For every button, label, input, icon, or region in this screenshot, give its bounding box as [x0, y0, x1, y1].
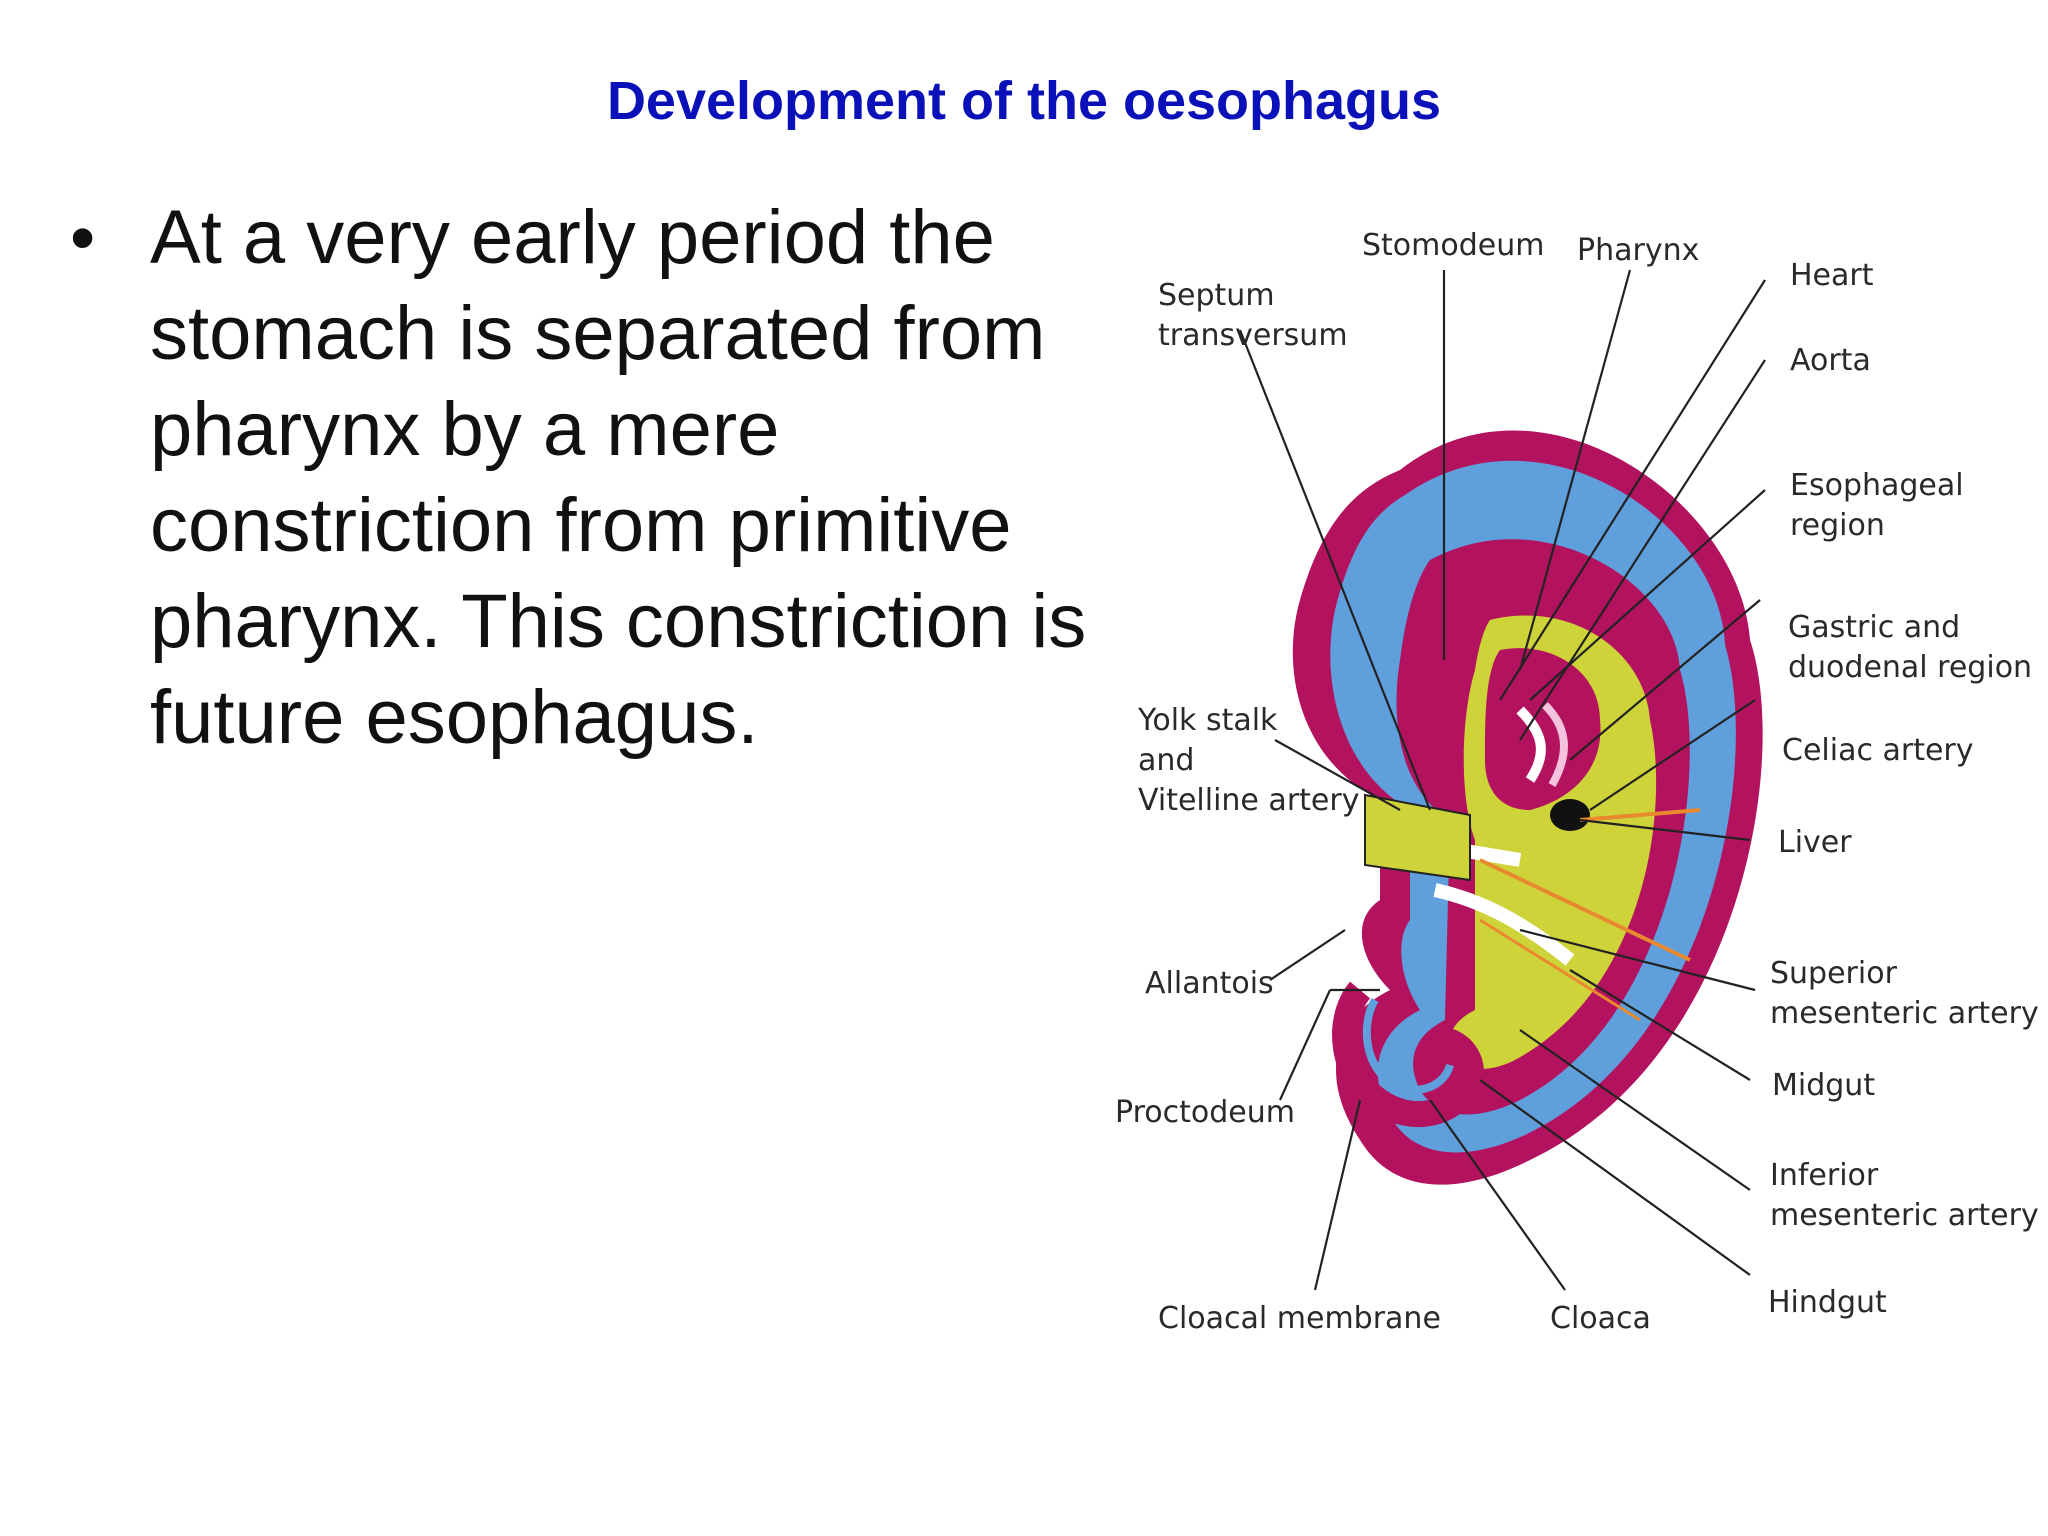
label-heart: Heart	[1790, 258, 1874, 293]
leader-hindgut	[1479, 1079, 1751, 1276]
label-allantois: Allantois	[1145, 966, 1274, 1001]
bullet-marker: •	[70, 198, 96, 278]
leader-pharynx	[1518, 269, 1632, 671]
bullet-text: At a very early period the stomach is se…	[150, 195, 1087, 760]
label-gastric-2: duodenal region	[1788, 650, 2032, 685]
label-aorta: Aorta	[1790, 343, 1871, 378]
label-proctodeum: Proctodeum	[1115, 1095, 1295, 1130]
label-midgut: Midgut	[1772, 1068, 1875, 1103]
gut-lumen-white-1	[1516, 706, 1546, 783]
liver-mark	[1550, 799, 1590, 831]
embryo-gut-diagram: Stomodeum Pharynx Heart Aorta Septum tra…	[1100, 200, 2040, 1370]
leader-celiac	[1589, 699, 1756, 811]
leader-yolk	[1274, 739, 1401, 811]
leader-cloaca	[1429, 1099, 1566, 1291]
leader-ima	[1519, 1029, 1751, 1191]
tail-curl	[1332, 981, 1484, 1127]
label-esophageal-2: region	[1790, 508, 1885, 543]
leader-allantois	[1269, 929, 1346, 981]
leader-esophageal	[1529, 489, 1766, 701]
label-cloacal-membrane: Cloacal membrane	[1158, 1301, 1441, 1336]
slide-title: Development of the oesophagus	[606, 71, 1442, 131]
leader-liver	[1579, 818, 1751, 842]
label-pharynx: Pharynx	[1577, 233, 1699, 268]
embryo-diagram-svg: Stomodeum Pharynx Heart Aorta Septum tra…	[1115, 228, 2039, 1336]
inferior-mesenteric-artery-line	[1479, 918, 1641, 1022]
label-yolk-3: Vitelline artery	[1138, 783, 1359, 818]
yolk-stalk	[1364, 793, 1471, 882]
leader-aorta	[1519, 359, 1766, 741]
label-stomodeum: Stomodeum	[1362, 228, 1544, 263]
label-ima-1: Inferior	[1770, 1158, 1879, 1193]
tail-curl-inner	[1362, 997, 1454, 1094]
label-sma-1: Superior	[1770, 956, 1898, 991]
leader-cloacal-membrane	[1313, 1099, 1362, 1291]
hindgut-lumen-white	[1433, 883, 1575, 966]
leader-sma	[1519, 928, 1756, 992]
label-ima-2: mesenteric artery	[1770, 1198, 2039, 1233]
label-septum-2: transversum	[1158, 318, 1348, 353]
leader-proctodeum	[1278, 989, 1332, 1101]
label-gastric-1: Gastric and	[1788, 610, 1960, 645]
label-septum-1: Septum	[1158, 278, 1275, 313]
superior-mesenteric-artery-line	[1479, 858, 1691, 962]
label-esophageal-1: Esophageal	[1790, 468, 1964, 503]
leader-midgut	[1569, 969, 1751, 1081]
leader-septum	[1238, 329, 1432, 811]
celiac-artery-line	[1579, 808, 1701, 822]
leader-heart	[1499, 279, 1766, 701]
label-hindgut: Hindgut	[1768, 1285, 1887, 1320]
leader-gastric	[1569, 599, 1761, 761]
gut-lumen-white-2	[1542, 702, 1568, 787]
label-celiac: Celiac artery	[1782, 733, 1974, 768]
label-cloaca: Cloaca	[1550, 1301, 1651, 1336]
label-yolk-2: and	[1138, 743, 1194, 778]
label-yolk-1: Yolk stalk	[1137, 703, 1278, 738]
label-liver: Liver	[1778, 825, 1852, 860]
label-sma-2: mesenteric artery	[1770, 996, 2039, 1031]
stomach-lumen	[1485, 648, 1601, 810]
